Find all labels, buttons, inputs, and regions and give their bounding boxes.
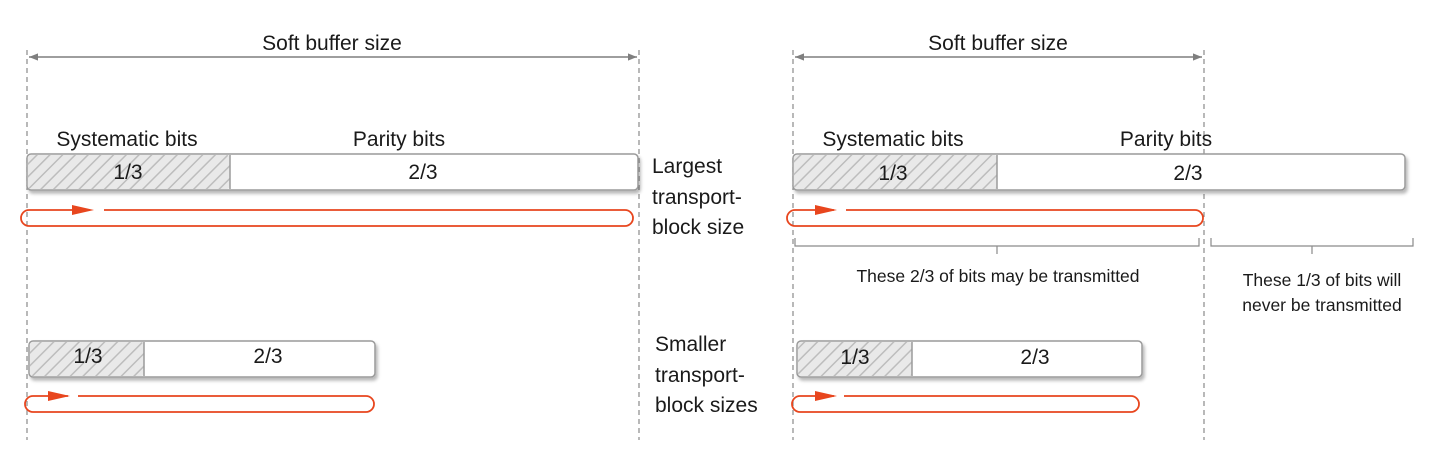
middle-labels: Largest transport- block size Smaller tr… [652,155,758,417]
left-small-circular-buffer [24,391,375,413]
transmitted-note: These 2/3 of bits may be transmitted [856,266,1139,286]
never-note-line-1: These 1/3 of bits will [1243,270,1402,290]
left-parity-label: Parity bits [353,128,445,151]
right-parity-label: Parity bits [1120,128,1212,151]
left-large-parity-fraction: 2/3 [408,161,437,184]
right-small-circular-buffer [791,391,1140,413]
right-small-systematic-segment [798,342,912,376]
largest-label-line-3: block size [652,216,744,239]
never-note-line-2: never be transmitted [1242,295,1402,315]
largest-label-line-2: transport- [652,186,742,209]
left-small-systematic-fraction: 1/3 [73,345,102,368]
right-large-block [792,153,1406,191]
right-large-systematic-segment [794,155,997,189]
left-panel: Soft buffer size Systematic bits Parity … [20,32,640,440]
left-large-systematic-fraction: 1/3 [113,161,142,184]
left-small-parity-fraction: 2/3 [253,345,282,368]
smaller-label-line-1: Smaller [655,333,726,356]
left-large-systematic-segment [28,155,230,189]
right-small-block [796,340,1143,378]
right-large-systematic-fraction: 1/3 [878,162,907,185]
left-small-systematic-segment [30,342,144,376]
left-small-block [28,340,376,378]
transmitted-range-bracket [794,238,1200,254]
never-transmitted-range-bracket [1210,238,1414,254]
right-systematic-label: Systematic bits [822,128,963,151]
right-small-systematic-fraction: 1/3 [840,346,869,369]
smaller-label-line-3: block sizes [655,394,758,417]
left-systematic-label: Systematic bits [56,128,197,151]
smaller-label-line-2: transport- [655,364,745,387]
right-soft-buffer-label: Soft buffer size [928,32,1068,55]
left-large-circular-buffer [20,205,634,227]
right-small-parity-fraction: 2/3 [1020,346,1049,369]
right-large-circular-buffer [786,205,1204,227]
left-large-block [26,153,639,191]
right-panel: Soft buffer size Systematic bits Parity … [786,32,1414,440]
right-large-parity-fraction: 2/3 [1173,162,1202,185]
left-soft-buffer-label: Soft buffer size [262,32,402,55]
largest-label-line-1: Largest [652,155,722,178]
